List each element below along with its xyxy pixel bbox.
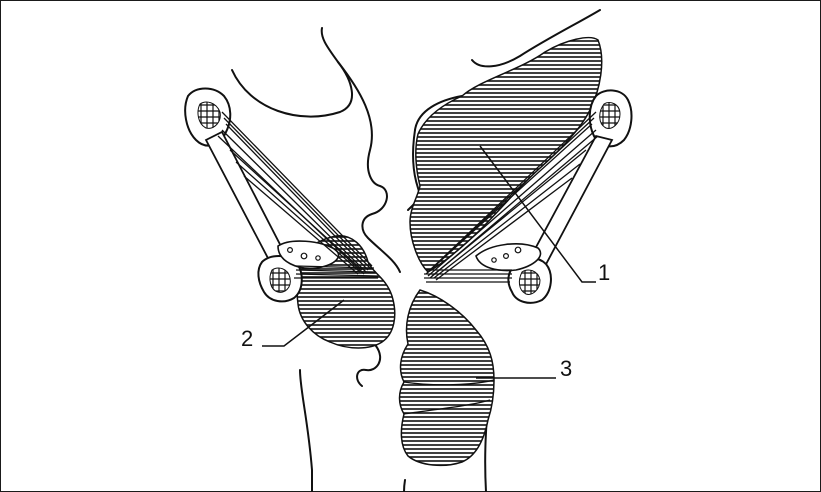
label-2: 2 <box>241 326 253 351</box>
label-3: 3 <box>560 356 572 381</box>
label-1: 1 <box>598 260 610 285</box>
muscle-mass-1 <box>410 38 602 272</box>
